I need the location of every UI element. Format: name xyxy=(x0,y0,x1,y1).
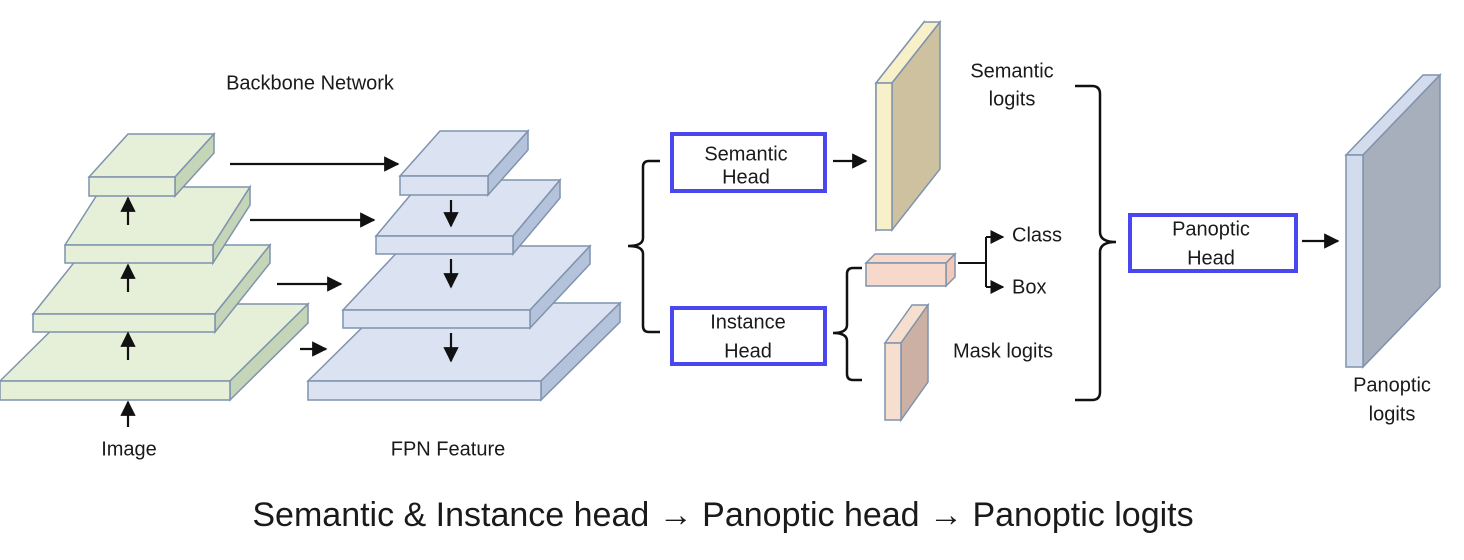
fpn-stack xyxy=(306,129,622,402)
lateral-arrows xyxy=(230,156,400,357)
fpn-to-heads-brace xyxy=(627,159,660,334)
class-box-fork xyxy=(958,230,1005,294)
panoptic-logits-label-line2: logits xyxy=(1369,403,1416,425)
image-label: Image xyxy=(101,438,157,460)
backbone-slab-4 xyxy=(87,132,216,198)
fpn-slab-2 xyxy=(341,244,592,330)
diagram-caption: Semantic & Instance head → Panoptic head… xyxy=(252,496,1193,534)
semantic-logits-slab xyxy=(874,19,942,233)
panoptic-head-box: Panoptic Head xyxy=(1128,213,1298,273)
instance-outputs-brace xyxy=(832,266,862,382)
panoptic-logits-label-line1: Panoptic xyxy=(1353,374,1431,396)
semantic-head-box: Semantic Head xyxy=(670,132,827,193)
semantic-logits-label-line1: Semantic xyxy=(970,60,1053,82)
fpn-feature-label: FPN Feature xyxy=(391,438,505,460)
fpn-slab-4 xyxy=(398,129,530,197)
heads-to-panoptic-brace xyxy=(1075,84,1117,402)
panoptic-head-label-line2: Head xyxy=(1187,247,1235,269)
instance-head-label-line2: Head xyxy=(724,340,772,362)
panoptic-head-label-line1: Panoptic xyxy=(1172,218,1250,240)
class-output-label: Class xyxy=(1012,224,1062,246)
instance-head-label-line1: Instance xyxy=(710,311,786,333)
semantic-logits-label-line2: logits xyxy=(989,88,1036,110)
class-box-slab xyxy=(864,252,957,288)
mask-logits-slab xyxy=(883,302,930,423)
backbone-slab-3 xyxy=(63,184,252,266)
instance-head-box: Instance Head xyxy=(670,306,827,366)
box-output-label: Box xyxy=(1012,276,1046,298)
backbone-network-title: Backbone Network xyxy=(226,72,395,94)
backbone-stack xyxy=(0,132,310,402)
semantic-head-label-line1: Semantic xyxy=(704,143,787,165)
semantic-head-label-line2: Head xyxy=(722,166,770,188)
mask-logits-label: Mask logits xyxy=(953,340,1053,362)
panoptic-logits-slab xyxy=(1344,73,1442,369)
